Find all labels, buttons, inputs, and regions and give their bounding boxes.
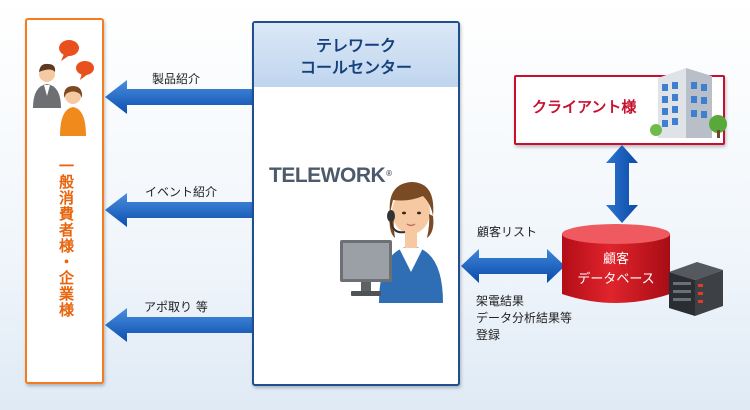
- database-label-line2: データベース: [577, 272, 655, 287]
- man-icon: [33, 63, 61, 108]
- building-icon: [650, 68, 727, 138]
- consumer-label: 一般消費者様・企業様: [57, 158, 75, 318]
- client-label: クライアント様: [532, 98, 637, 116]
- monitor-icon: [340, 240, 392, 296]
- results-text: 架電結果 データ分析結果等 登録: [476, 293, 572, 344]
- arrow-label-appointment: アポ取り 等: [144, 300, 208, 314]
- results-line2: データ分析結果等: [476, 311, 573, 325]
- operator-illustration: [340, 182, 443, 303]
- woman-icon: [60, 86, 86, 136]
- arrow-label-event: イベント紹介: [145, 185, 218, 199]
- arrow-appointment: [105, 308, 252, 342]
- call-center-title-line1: テレワーク: [315, 36, 396, 55]
- logo-mark: ®: [386, 169, 392, 178]
- customer-list-label: 顧客リスト: [477, 225, 538, 239]
- call-center-title-line2: コールセンター: [299, 58, 412, 77]
- client-db-arrow: [606, 145, 638, 223]
- arrow-label-product: 製品紹介: [152, 72, 201, 86]
- database-icon: [562, 224, 670, 303]
- arrow-event: [105, 193, 252, 227]
- telework-logo: TELEWORK®: [269, 164, 392, 188]
- logo-text: TELEWORK: [269, 164, 386, 187]
- consumers-illustration: [33, 40, 94, 136]
- results-line1: 架電結果: [476, 294, 525, 308]
- speech-bubble-icon: [59, 40, 79, 61]
- results-line3: 登録: [476, 328, 501, 342]
- list-double-arrow: [461, 249, 565, 283]
- database-label: 顧客 データベース: [560, 250, 672, 290]
- operator-icon: [379, 182, 443, 303]
- server-icon: [669, 262, 723, 316]
- call-center-panel: テレワーク コールセンター TELEWORK®: [252, 21, 460, 386]
- call-center-header: テレワーク コールセンター: [254, 23, 458, 87]
- database-label-line1: 顧客: [602, 252, 629, 267]
- consumer-panel: [25, 18, 104, 384]
- outbound-arrows: [105, 80, 252, 342]
- arrow-product: [105, 80, 252, 114]
- speech-bubble-icon: [76, 61, 94, 80]
